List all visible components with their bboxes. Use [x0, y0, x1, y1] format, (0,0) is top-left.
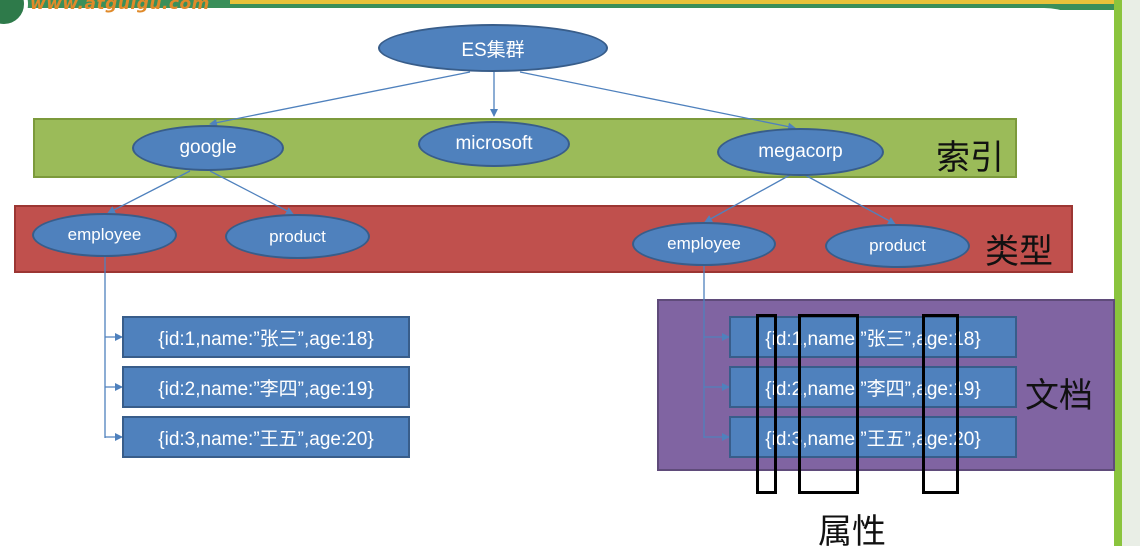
document-box-right-3: {id:3,name:”王五”,age:20} — [729, 416, 1017, 458]
document-box-left-1: {id:1,name:”张三”,age:18} — [122, 316, 410, 358]
type-node-megacorp-product: product — [825, 224, 970, 268]
logo-text: www.atguigu.com — [30, 0, 210, 14]
index-node-google: google — [132, 125, 284, 171]
document-box-right-1: {id:1,name:”张三”,age:18} — [729, 316, 1017, 358]
edge-cluster-megacorp — [519, 71, 796, 131]
field-highlight-name — [798, 314, 859, 494]
slide-top-band — [0, 0, 1140, 10]
index-node-microsoft: microsoft — [418, 121, 570, 167]
index-node-megacorp: megacorp — [717, 128, 884, 176]
field-highlight-id — [756, 314, 777, 494]
slide-top-accent — [230, 0, 1140, 4]
field-highlight-age — [922, 314, 959, 494]
document-box-left-3: {id:3,name:”王五”,age:20} — [122, 416, 410, 458]
field-label: 属性 — [818, 512, 886, 552]
edge-google-employee — [107, 170, 191, 214]
type-node-megacorp-employee: employee — [632, 222, 776, 266]
index-band-label: 索引 — [936, 138, 1004, 178]
edge-google-product — [209, 170, 294, 215]
type-band-label: 类型 — [985, 232, 1053, 272]
cluster-node: ES集群 — [378, 24, 608, 72]
edge-megacorp-product — [804, 174, 896, 225]
document-box-right-2: {id:2,name:”李四”,age:19} — [729, 366, 1017, 408]
document-band-label: 文档 — [1025, 376, 1093, 416]
document-box-left-2: {id:2,name:”李四”,age:19} — [122, 366, 410, 408]
edge-cluster-google — [209, 71, 471, 127]
type-node-google-employee: employee — [32, 213, 177, 257]
slide-right-accent — [1114, 0, 1122, 546]
type-node-google-product: product — [225, 214, 370, 259]
edge-megacorp-employee — [704, 174, 791, 223]
